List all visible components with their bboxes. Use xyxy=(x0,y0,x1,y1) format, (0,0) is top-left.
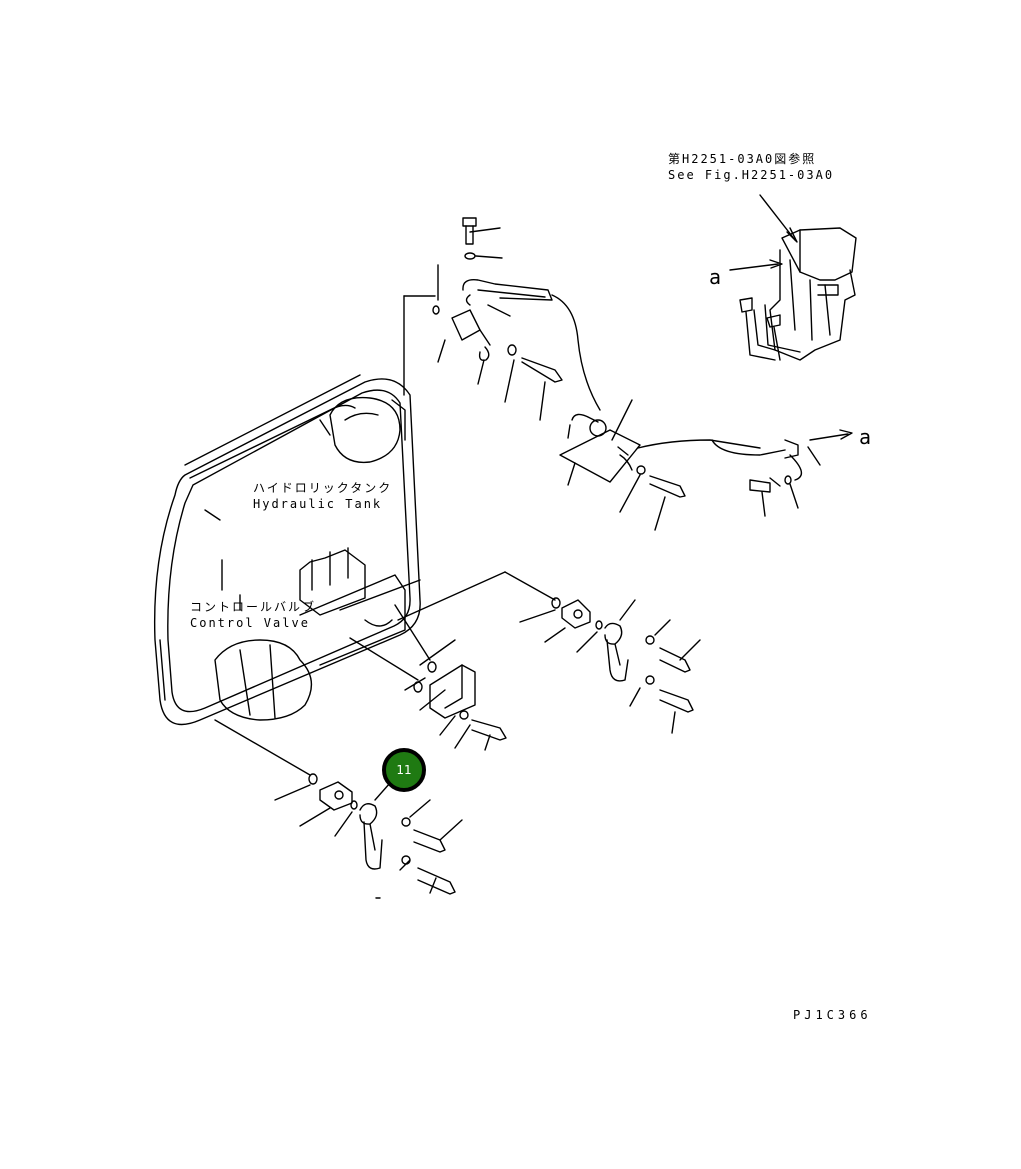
arrow-to-a-right xyxy=(809,429,853,441)
top-hose-group xyxy=(403,217,601,421)
reference-valve-block xyxy=(729,194,857,361)
part-callout-11[interactable]: 11 xyxy=(382,748,426,792)
center-manifold-group xyxy=(404,639,507,751)
hydraulic-tank-outline xyxy=(153,374,421,726)
reference-jp-label: 第H2251-03A0図参照 xyxy=(668,152,817,166)
drawing-code: PJ1C366 xyxy=(793,1008,872,1022)
tank-en-label: Hydraulic Tank xyxy=(253,497,383,511)
marker-a-left: a xyxy=(709,265,722,289)
valve-jp-label: コントロールバルブ xyxy=(190,600,317,614)
bottom-manifold-group xyxy=(274,781,463,899)
right-manifold-group xyxy=(519,599,701,734)
tank-top-assembly xyxy=(319,396,406,464)
reference-en-label: See Fig.H2251-03A0 xyxy=(668,168,835,182)
valve-en-label: Control Valve xyxy=(190,616,310,630)
middle-hose-group xyxy=(559,399,821,531)
marker-a-right: a xyxy=(859,425,872,449)
tank-jp-label: ハイドロリックタンク xyxy=(253,481,393,495)
control-valve-outline xyxy=(214,547,421,721)
